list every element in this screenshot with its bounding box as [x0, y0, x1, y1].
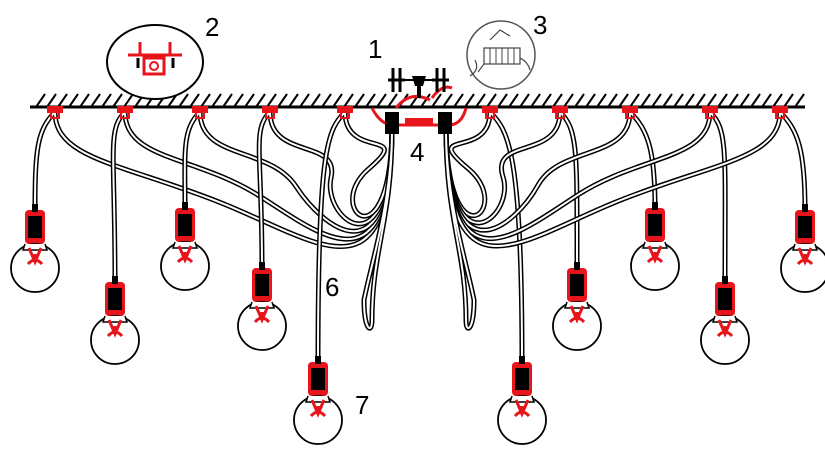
lamp-2: [90, 276, 140, 365]
lamp-10: [780, 204, 825, 293]
label-4: 4: [410, 137, 424, 167]
lamp-4: [237, 262, 287, 351]
label-2: 2: [205, 12, 219, 42]
lamp-7: [552, 262, 602, 351]
mounting-bracket-icon: [106, 24, 204, 100]
lamp-6: [497, 356, 547, 445]
cords: [32, 105, 808, 365]
lamps: [10, 202, 825, 445]
lamp-5: [293, 356, 343, 445]
lamp-9: [700, 276, 750, 365]
label-1: 1: [368, 34, 382, 64]
label-7: 7: [355, 390, 369, 420]
mounting-screws-icon: [388, 68, 449, 98]
lamp-8: [630, 202, 680, 291]
central-canopy: [370, 85, 468, 134]
terminal-block-icon: [466, 20, 536, 90]
lamp-3: [160, 202, 210, 291]
lamp-1: [10, 204, 60, 293]
label-6: 6: [325, 272, 339, 302]
ceiling-hooks: [47, 106, 788, 119]
ceiling: [30, 93, 805, 109]
label-3: 3: [533, 10, 547, 40]
